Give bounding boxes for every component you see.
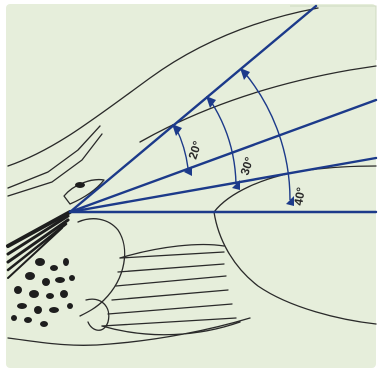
spot [60, 290, 68, 298]
spot [75, 182, 85, 188]
spot [14, 286, 22, 294]
spot [67, 303, 73, 309]
spot [25, 272, 35, 280]
spot [35, 258, 45, 266]
spot [55, 277, 65, 283]
spot [40, 321, 48, 327]
spot [42, 278, 50, 286]
spot [46, 293, 54, 299]
spot [11, 315, 17, 321]
spot [24, 317, 32, 323]
spot [50, 265, 58, 271]
spot [49, 307, 59, 313]
spot [29, 290, 39, 298]
spot [17, 303, 27, 309]
spot [69, 275, 75, 281]
spot [34, 306, 42, 314]
spot [63, 258, 69, 266]
